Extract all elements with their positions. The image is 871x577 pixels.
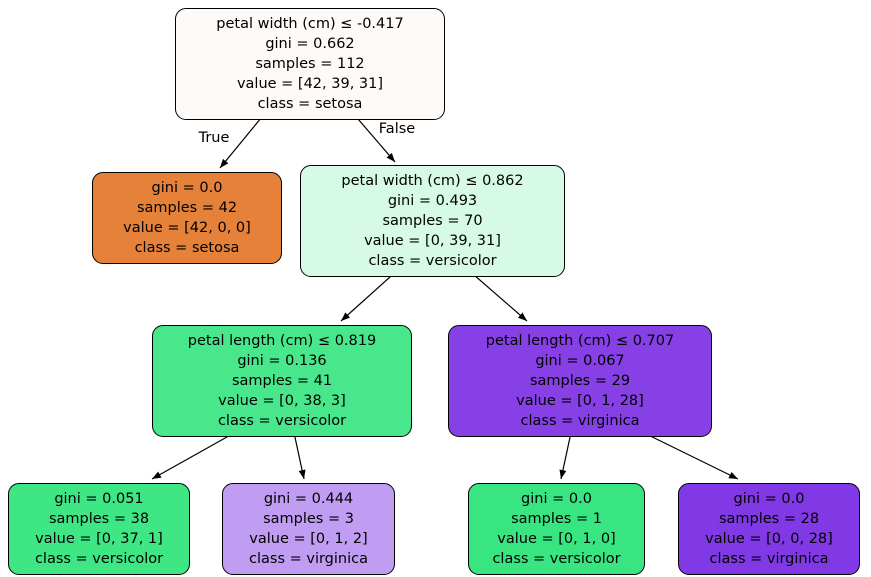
node-gini: gini = 0.493 bbox=[387, 193, 478, 209]
node-samples: samples = 42 bbox=[136, 200, 238, 216]
node-class: class = versicolor bbox=[492, 551, 621, 567]
node-class: class = virginica bbox=[520, 413, 640, 429]
node-samples: samples = 1 bbox=[511, 511, 602, 527]
node-samples: samples = 29 bbox=[529, 373, 631, 389]
node-leaf-versicolor-1: gini = 0.0 samples = 1 value = [0, 1, 0]… bbox=[468, 483, 645, 575]
node-samples: samples = 3 bbox=[263, 511, 354, 527]
edge-root-false bbox=[351, 111, 396, 163]
node-gini: gini = 0.662 bbox=[265, 36, 355, 52]
node-class: class = setosa bbox=[257, 96, 363, 112]
node-gini: gini = 0.067 bbox=[535, 353, 625, 369]
node-split-petal-length-right: petal length (cm) ≤ 0.707 gini = 0.067 s… bbox=[448, 325, 712, 437]
node-class: class = virginica bbox=[709, 551, 829, 567]
node-samples: samples = 70 bbox=[382, 213, 483, 229]
node-gini: gini = 0.0 bbox=[733, 491, 805, 507]
node-gini: gini = 0.444 bbox=[263, 491, 354, 507]
node-value: value = [0, 39, 31] bbox=[364, 233, 501, 249]
node-class: class = versicolor bbox=[368, 253, 497, 269]
node-leaf-virginica-3: gini = 0.444 samples = 3 value = [0, 1, … bbox=[222, 483, 395, 575]
node-gini: gini = 0.136 bbox=[237, 353, 327, 369]
node-value: value = [0, 1, 28] bbox=[516, 393, 644, 409]
node-samples: samples = 112 bbox=[255, 56, 365, 72]
node-value: value = [42, 0, 0] bbox=[123, 220, 251, 236]
node-leaf-setosa: gini = 0.0 samples = 42 value = [42, 0, … bbox=[92, 172, 282, 264]
node-condition: petal width (cm) ≤ 0.862 bbox=[341, 173, 524, 189]
node-class: class = virginica bbox=[249, 551, 368, 567]
node-class: class = versicolor bbox=[217, 413, 347, 429]
node-leaf-versicolor-38: gini = 0.051 samples = 38 value = [0, 37… bbox=[8, 483, 190, 575]
node-class: class = setosa bbox=[134, 240, 240, 256]
node-value: value = [42, 39, 31] bbox=[236, 76, 384, 92]
node-split-petal-width-2: petal width (cm) ≤ 0.862 gini = 0.493 sa… bbox=[300, 165, 565, 277]
node-value: value = [0, 1, 0] bbox=[497, 531, 616, 547]
edge-label-false: False bbox=[378, 121, 416, 137]
node-value: value = [0, 0, 28] bbox=[705, 531, 833, 547]
node-samples: samples = 28 bbox=[718, 511, 820, 527]
node-gini: gini = 0.0 bbox=[521, 491, 592, 507]
edge-label-true: True bbox=[198, 130, 230, 146]
node-samples: samples = 38 bbox=[48, 511, 150, 527]
node-samples: samples = 41 bbox=[231, 373, 333, 389]
edge-root-true bbox=[219, 111, 267, 169]
node-root-split-petal-width: petal width (cm) ≤ -0.417 gini = 0.662 s… bbox=[175, 8, 445, 120]
node-condition: petal length (cm) ≤ 0.707 bbox=[485, 333, 675, 349]
node-gini: gini = 0.051 bbox=[54, 491, 144, 507]
node-value: value = [0, 37, 1] bbox=[35, 531, 163, 547]
node-leaf-virginica-28: gini = 0.0 samples = 28 value = [0, 0, 2… bbox=[678, 483, 860, 575]
node-gini: gini = 0.0 bbox=[151, 180, 223, 196]
node-condition: petal width (cm) ≤ -0.417 bbox=[216, 16, 404, 32]
node-value: value = [0, 1, 2] bbox=[249, 531, 368, 547]
node-condition: petal length (cm) ≤ 0.819 bbox=[187, 333, 377, 349]
node-value: value = [0, 38, 3] bbox=[218, 393, 346, 409]
node-class: class = versicolor bbox=[34, 551, 164, 567]
node-split-petal-length-left: petal length (cm) ≤ 0.819 gini = 0.136 s… bbox=[152, 325, 412, 437]
